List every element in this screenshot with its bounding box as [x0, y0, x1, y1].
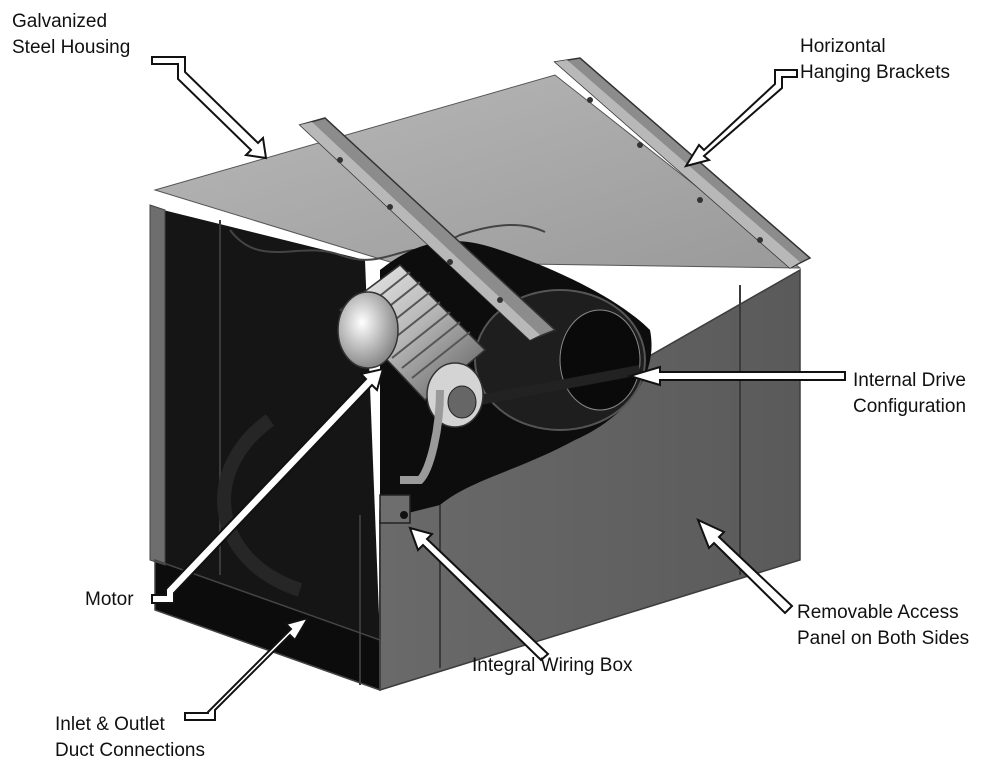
label-integral-wiring-box: Integral Wiring Box — [472, 653, 633, 679]
label-removable-access-panel: Removable Access Panel on Both Sides — [797, 600, 969, 652]
label-line: Horizontal — [800, 36, 886, 57]
label-line: Inlet & Outlet — [55, 714, 165, 735]
inlet-flange — [149, 204, 166, 566]
label-internal-drive-configuration: Internal Drive Configuration — [853, 368, 966, 420]
motor-illustration — [337, 264, 487, 484]
arrow-inlet — [184, 616, 311, 721]
label-line: Removable Access — [797, 602, 959, 623]
label-line: Panel on Both Sides — [797, 628, 970, 649]
housing-base — [154, 558, 381, 692]
arrow-galvanized — [151, 56, 268, 160]
label-line: Hanging Brackets — [800, 62, 950, 83]
arrow-motor — [151, 367, 385, 604]
label-line: Duct Connections — [55, 740, 205, 761]
label-line: Internal Drive — [853, 370, 966, 391]
label-line: Configuration — [853, 396, 967, 417]
arrow-panel — [696, 518, 794, 615]
label-horizontal-hanging-brackets: Horizontal Hanging Brackets — [800, 34, 950, 86]
label-inlet-outlet-duct-connections: Inlet & Outlet Duct Connections — [55, 712, 205, 764]
label-galvanized-steel-housing: Galvanized Steel Housing — [12, 9, 130, 61]
label-line: Integral Wiring Box — [472, 655, 633, 676]
arrow-brackets — [683, 69, 798, 168]
label-line: Motor — [85, 589, 134, 610]
arrow-drive — [626, 365, 846, 387]
wiring-box — [379, 494, 411, 524]
arrow-wiring — [408, 526, 550, 662]
label-line: Galvanized — [12, 11, 108, 32]
wiring-cable — [217, 414, 303, 597]
label-motor: Motor — [85, 587, 134, 613]
housing-top — [153, 74, 802, 269]
top-cutaway-edge — [229, 223, 546, 261]
inlet-opening-floor — [155, 560, 380, 690]
label-line: Steel Housing — [12, 37, 131, 58]
